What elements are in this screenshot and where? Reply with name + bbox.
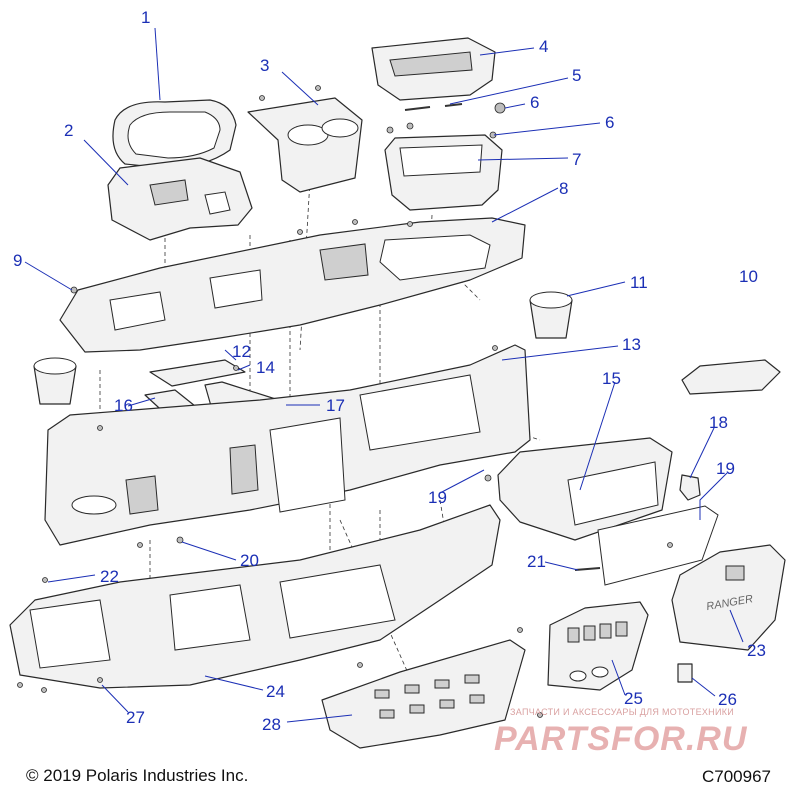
part-18-connector bbox=[677, 663, 693, 683]
part-16-gauge-housing bbox=[107, 157, 253, 241]
callout-1: 8 bbox=[559, 179, 569, 198]
part-17-gauge-bezel bbox=[112, 99, 237, 169]
part-28-trim-strip bbox=[681, 359, 781, 395]
callout-4: 25 bbox=[624, 689, 643, 708]
part-1-upper-dash bbox=[59, 217, 526, 353]
callout-7: 13 bbox=[622, 335, 641, 354]
part-14-lower-panel bbox=[321, 639, 526, 749]
callout-16: 2 bbox=[64, 121, 74, 140]
part-25-cup-holder bbox=[529, 291, 573, 339]
callout-27: 27 bbox=[126, 708, 145, 727]
fasteners bbox=[17, 85, 673, 718]
cup-holder-left bbox=[33, 357, 77, 405]
copyright-text: © 2019 Polaris Industries Inc. bbox=[26, 766, 249, 785]
callout-19-top: 5 bbox=[572, 66, 582, 85]
part-26-bracket bbox=[149, 359, 246, 387]
part-10-seal-frame bbox=[597, 505, 719, 586]
callout-8: 23 bbox=[747, 641, 766, 660]
callout-24: 6 bbox=[605, 113, 615, 132]
callout-15: 3 bbox=[260, 56, 270, 75]
callout-20: 18 bbox=[709, 413, 728, 432]
part-22-storage-lid bbox=[371, 37, 496, 101]
callout-19-bottom: 21 bbox=[527, 552, 546, 571]
callout-26: 14 bbox=[256, 358, 275, 377]
callout-6-mid: 12 bbox=[232, 342, 251, 361]
callout-22: 4 bbox=[539, 37, 549, 56]
callout-10: 19 bbox=[716, 459, 735, 478]
part-20-latch bbox=[679, 474, 701, 501]
part-5-lower-dash bbox=[9, 504, 501, 689]
callout-18: 26 bbox=[718, 690, 737, 709]
part-8-glove-box-door bbox=[671, 544, 786, 651]
callout-17: 1 bbox=[141, 8, 151, 27]
callout-11: 6 bbox=[530, 93, 540, 112]
callout-14: 28 bbox=[262, 715, 281, 734]
leader-lines bbox=[24, 27, 744, 723]
part-13-display-housing bbox=[497, 437, 673, 541]
callout-6-left: 9 bbox=[13, 251, 23, 270]
callout-9: 20 bbox=[240, 551, 259, 570]
callout-25: 11 bbox=[630, 273, 648, 292]
callout-28: 10 bbox=[739, 267, 758, 286]
part-23-storage-bin bbox=[384, 134, 503, 211]
part-15-cup-holder-console bbox=[247, 97, 363, 193]
callout-21: 19 bbox=[428, 488, 447, 507]
callout-12: 22 bbox=[100, 567, 119, 586]
diagram-code: C700967 bbox=[702, 767, 772, 786]
part-4-switch-panel bbox=[547, 601, 649, 691]
watermark-tagline: ЗАПЧАСТИ И АКСЕССУАРЫ ДЛЯ МОТОТЕХНИКИ bbox=[510, 707, 735, 717]
callout-13: 15 bbox=[602, 369, 621, 388]
part-7-dash-frame bbox=[44, 344, 531, 546]
watermark-brand: PARTSFOR.RU bbox=[494, 720, 748, 758]
callout-2: 16 bbox=[114, 396, 133, 415]
callout-5: 24 bbox=[266, 682, 285, 701]
callout-23: 7 bbox=[572, 150, 582, 169]
callout-3: 17 bbox=[326, 396, 345, 415]
